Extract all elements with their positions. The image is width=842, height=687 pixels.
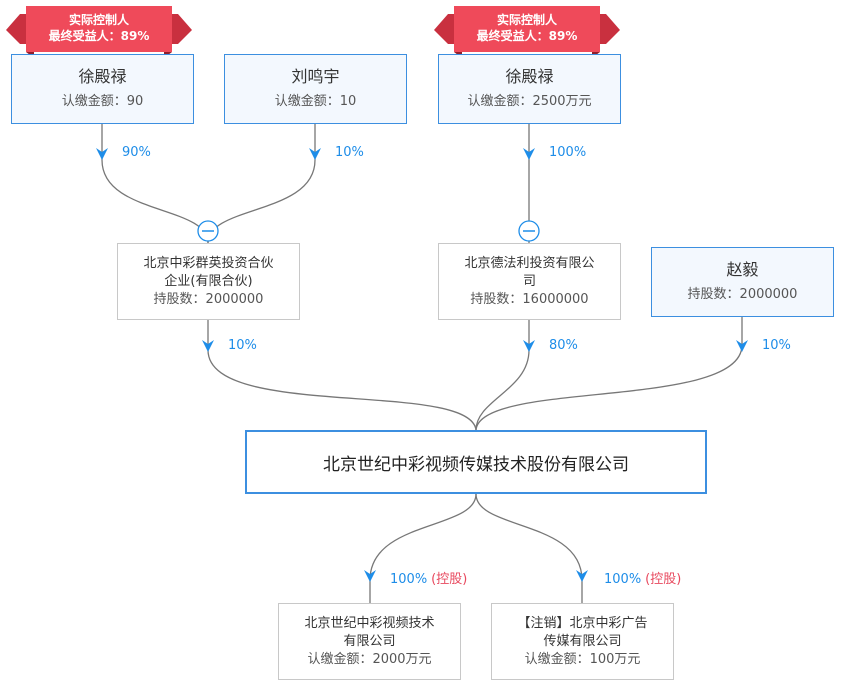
edge-zhao-to-main — [475, 316, 743, 431]
company-node[interactable]: 北京中彩群英投资合伙 企业(有限合伙) 持股数：2000000 — [117, 243, 300, 320]
subsidiary-node[interactable]: 北京世纪中彩视频技术 有限公司 认缴金额：2000万元 — [278, 603, 461, 680]
control-tag: (控股) — [645, 572, 682, 587]
shareholder-node[interactable]: 刘鸣宇 认缴金额：10 — [224, 54, 407, 124]
share-percent: 10% — [762, 338, 791, 353]
share-percent: 80% — [549, 338, 578, 353]
arrow-icon — [96, 148, 108, 160]
arrow-icon — [309, 148, 321, 160]
main-company-node[interactable]: 北京世纪中彩视频传媒技术股份有限公司 — [245, 430, 707, 494]
arrow-icon — [202, 340, 214, 352]
controller-badge-left — [6, 6, 192, 58]
share-percent: 90% — [122, 145, 151, 160]
share-percent: 10% — [228, 338, 257, 353]
share-percent: 10% — [335, 145, 364, 160]
share-percent: 100% — [549, 145, 587, 160]
arrow-icon — [364, 570, 376, 582]
share-percent: 100%(控股) — [604, 572, 682, 587]
edge-main-to-sub1 — [369, 493, 477, 603]
company-node[interactable]: 北京德法利投资有限公 司 持股数：16000000 — [438, 243, 621, 320]
arrow-icon — [576, 570, 588, 582]
collapse-icon — [197, 220, 219, 242]
edge-qunying-to-main — [207, 320, 477, 431]
subsidiary-node[interactable]: 【注销】北京中彩广告 传媒有限公司 认缴金额：100万元 — [491, 603, 674, 680]
arrow-icon — [736, 340, 748, 352]
edge-defali-to-main — [475, 320, 530, 431]
controller-badge-text: 实际控制人 最终受益人：89% — [48, 13, 150, 43]
shareholder-node[interactable]: 赵毅 持股数：2000000 — [651, 247, 834, 317]
controller-badge-text: 实际控制人 最终受益人：89% — [476, 13, 578, 43]
collapse-icon — [518, 220, 540, 242]
arrow-icon — [523, 148, 535, 160]
control-tag: (控股) — [431, 572, 468, 587]
shareholder-node[interactable]: 徐殿禄 认缴金额：2500万元 — [438, 54, 621, 124]
edge-main-to-sub2 — [475, 493, 583, 603]
shareholder-node[interactable]: 徐殿禄 认缴金额：90 — [11, 54, 194, 124]
controller-badge-right — [434, 6, 620, 58]
edge-xu-to-qunying — [101, 124, 209, 244]
share-percent: 100%(控股) — [390, 572, 468, 587]
arrow-icon — [523, 340, 535, 352]
edge-liu-to-qunying — [207, 124, 316, 244]
